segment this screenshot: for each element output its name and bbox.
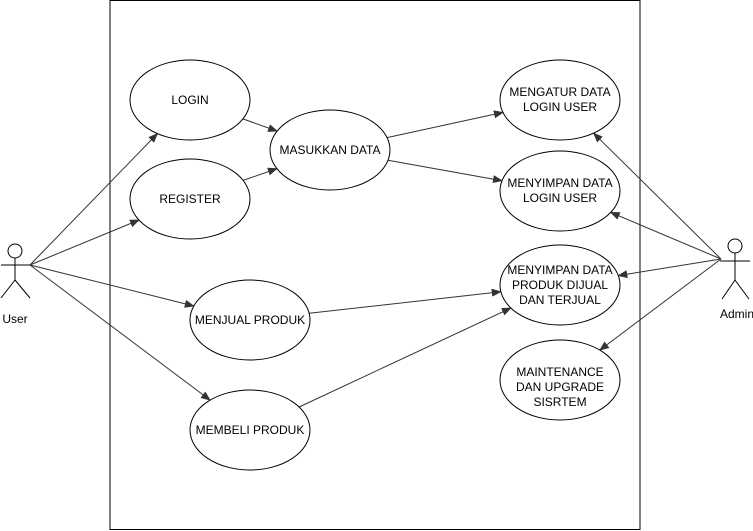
association-beli-to-simpan_produk	[298, 307, 512, 408]
association-admin-to-simpan_login	[609, 211, 722, 260]
svg-text:SISRTEM: SISRTEM	[533, 395, 586, 409]
use-case-menyimpan-data-produk: MENYIMPAN DATA PRODUK DIJUAL DAN TERJUAL	[499, 244, 621, 326]
svg-text:DAN UPGRADE: DAN UPGRADE	[516, 380, 604, 394]
svg-text:LOGIN USER: LOGIN USER	[523, 191, 597, 205]
actor-admin-label: Admin	[720, 307, 753, 321]
actor-user-label: User	[2, 312, 27, 326]
association-user-to-login	[29, 132, 159, 266]
actor-leg-right	[734, 279, 750, 300]
svg-text:MENYIMPAN DATA: MENYIMPAN DATA	[507, 176, 612, 190]
association-register-to-masukkan	[242, 167, 278, 181]
use-case-maintenance-dan-upgrade: MAINTENANCE DAN UPGRADE SISRTEM	[499, 339, 621, 421]
actor-leg-left	[721, 279, 736, 300]
association-jual-to-simpan_produk	[309, 288, 502, 314]
actor-user: User	[0, 243, 31, 326]
use-case-register: REGISTER	[129, 158, 251, 240]
svg-text:LOGIN USER: LOGIN USER	[523, 100, 597, 114]
svg-text:PRODUK DIJUAL: PRODUK DIJUAL	[512, 278, 608, 292]
use-case-membeli-produk: MEMBELI PRODUK	[189, 389, 311, 471]
svg-text:LOGIN: LOGIN	[171, 93, 208, 107]
use-case-menjual-produk: MENJUAL PRODUK	[189, 279, 311, 361]
use-case-masukkan-data: MASUKKAN DATA	[269, 109, 391, 191]
svg-text:MASUKKAN DATA: MASUKKAN DATA	[280, 143, 381, 157]
svg-text:MEMBELI PRODUK: MEMBELI PRODUK	[196, 423, 305, 437]
association-masukkan-to-atur	[386, 110, 504, 139]
actor-leg-right	[14, 279, 31, 299]
actor-head	[7, 243, 23, 259]
svg-text:MAINTENANCE: MAINTENANCE	[516, 365, 603, 379]
actor-head	[727, 238, 743, 254]
association-user-to-register	[29, 219, 140, 266]
svg-text:REGISTER: REGISTER	[159, 192, 221, 206]
svg-text:MENJUAL PRODUK: MENJUAL PRODUK	[195, 313, 305, 327]
actor-admin: Admin	[720, 238, 753, 321]
svg-text:DAN TERJUAL: DAN TERJUAL	[519, 293, 601, 307]
association-admin-to-simpan_produk	[617, 258, 722, 279]
use-case-login: LOGIN	[129, 59, 251, 141]
use-case-mengatur-data-login-user: MENGATUR DATA LOGIN USER	[499, 59, 621, 141]
association-login-to-masukkan	[242, 118, 279, 132]
association-masukkan-to-simpan_login	[387, 159, 503, 184]
actor-leg-left	[0, 279, 16, 299]
associations-layer	[29, 110, 722, 408]
association-user-to-beli	[29, 264, 211, 401]
association-admin-to-atur	[592, 132, 722, 260]
svg-text:MENGATUR DATA: MENGATUR DATA	[509, 85, 610, 99]
association-user-to-jual	[29, 264, 195, 308]
use-case-menyimpan-data-login-user: MENYIMPAN DATA LOGIN USER	[499, 150, 621, 232]
association-admin-to-maint	[599, 258, 722, 351]
svg-text:MENYIMPAN DATA: MENYIMPAN DATA	[507, 263, 612, 277]
